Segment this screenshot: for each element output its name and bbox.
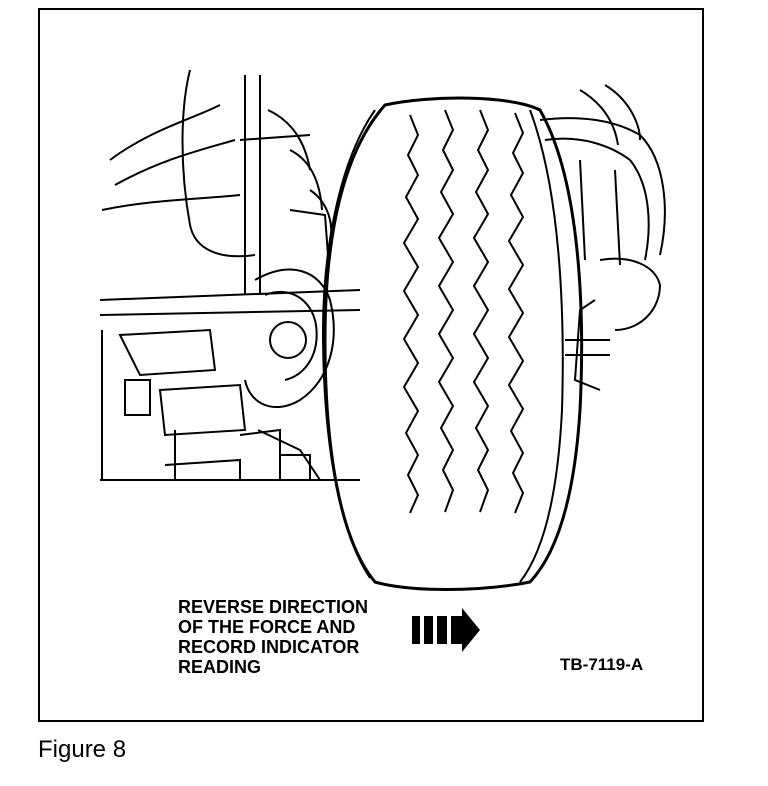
instruction-text: REVERSE DIRECTION OF THE FORCE AND RECOR… bbox=[178, 597, 418, 677]
figure-code: TB-7119-A bbox=[560, 655, 644, 674]
chassis-linework bbox=[99, 69, 361, 481]
tire bbox=[321, 96, 584, 591]
strut-linework bbox=[539, 84, 666, 391]
instruction-line: RECORD INDICATOR bbox=[178, 637, 360, 657]
instruction-line: READING bbox=[178, 657, 262, 677]
instruction-line: REVERSE DIRECTION bbox=[178, 597, 369, 617]
tire-tread bbox=[402, 109, 525, 514]
arrow-right-icon bbox=[412, 608, 480, 652]
suspension-tire-illustration bbox=[99, 69, 666, 591]
instruction-line: OF THE FORCE AND bbox=[178, 617, 356, 637]
figure-caption: Figure 8 bbox=[38, 736, 127, 763]
figure-frame: REVERSE DIRECTION OF THE FORCE AND RECOR… bbox=[38, 8, 704, 722]
